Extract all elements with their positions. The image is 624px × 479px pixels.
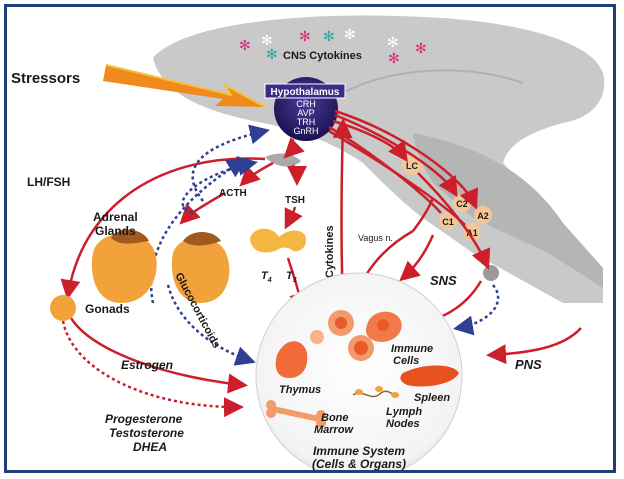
cns-cytokines-cluster: ✻ ✻ ✻ ✻ ✻ ✻ ✻ ✻ ✻ CNS Cytokines: [239, 26, 427, 66]
spleen-icon: [400, 365, 459, 387]
lymph-label: Lymph: [386, 406, 422, 418]
cytokine-star-icon: ✻: [344, 26, 356, 42]
blue-feedback-arrows: [149, 124, 500, 366]
neuroendocrine-immune-diagram: ✻ ✻ ✻ ✻ ✻ ✻ ✻ ✻ ✻ CNS Cytokines Stressor…: [11, 15, 605, 470]
immune-label: Immune: [391, 343, 433, 355]
nucleus-lc: LC: [406, 161, 418, 171]
adrenal-glands: [91, 229, 230, 303]
marrow-label: Marrow: [314, 424, 355, 436]
testosterone-label: Testosterone: [109, 426, 184, 440]
cns-cytokines-label: CNS Cytokines: [283, 50, 362, 62]
stressors-label: Stressors: [11, 70, 80, 87]
cytokine-star-icon: ✻: [299, 28, 311, 44]
bone-marrow-icon: [270, 406, 322, 422]
lymph-node-icon: [355, 389, 363, 395]
sns-label: SNS: [430, 273, 457, 288]
hypothalamus-label: Hypothalamus: [271, 87, 340, 98]
cytokine-star-icon: ✻: [239, 37, 251, 53]
hormone-trh: TRH: [297, 117, 316, 127]
immune-system-label: Immune System: [313, 444, 405, 458]
acth-label: ACTH: [219, 188, 247, 199]
nucleus-c1: C1: [442, 217, 454, 227]
adrenal-label: Adrenal: [93, 210, 138, 224]
lightning-bolt-icon: [103, 65, 265, 107]
t3-label: T3: [286, 270, 297, 284]
estrogen-label: Estrogen: [121, 358, 173, 372]
glands-label: Glands: [95, 224, 136, 238]
cytokine-star-icon: ✻: [323, 28, 335, 44]
spleen-label: Spleen: [414, 392, 450, 404]
nodes-label: Nodes: [386, 418, 420, 430]
gonads-icon: [50, 295, 76, 321]
progesterone-label: Progesterone: [105, 412, 183, 426]
pns-label: PNS: [515, 357, 542, 372]
lymph-node-icon: [375, 386, 383, 392]
hypothalamus: Hypothalamus CRH AVP TRH GnRH: [264, 77, 346, 141]
hormone-gnrh: GnRH: [293, 126, 318, 136]
bone-label: Bone: [321, 412, 349, 424]
thymus-label: Thymus: [279, 384, 321, 396]
cytokine-star-icon: ✻: [261, 32, 273, 48]
nucleus-a2: A2: [477, 211, 489, 221]
gonads-label: Gonads: [85, 302, 130, 316]
tsh-label: TSH: [285, 195, 305, 206]
hormone-avp: AVP: [297, 108, 314, 118]
vagus-label: Vagus n.: [358, 233, 393, 243]
t4-label: T4: [261, 270, 272, 284]
hormone-crh: CRH: [296, 99, 316, 109]
immune-system-circle: [255, 272, 463, 470]
nucleus-a1: A1: [466, 228, 478, 238]
dhea-label: DHEA: [133, 440, 167, 454]
cytokine-star-icon: ✻: [387, 34, 399, 50]
thymus-icon: [275, 341, 308, 378]
cytokine-star-icon: ✻: [266, 46, 278, 62]
cytokine-star-icon: ✻: [415, 40, 427, 56]
cells-organs-label: (Cells & Organs): [312, 457, 406, 470]
cytokines-label: Cytokines: [324, 225, 336, 278]
lymph-node-icon: [391, 392, 399, 398]
diagram-frame: ✻ ✻ ✻ ✻ ✻ ✻ ✻ ✻ ✻ CNS Cytokines Stressor…: [4, 4, 616, 473]
cytokine-star-icon: ✻: [388, 50, 400, 66]
nucleus-c2: C2: [456, 199, 468, 209]
lh-fsh-label: LH/FSH: [27, 175, 70, 189]
immune-cell-icon: [310, 330, 324, 344]
progesterone-pathway-arrow: [61, 320, 244, 418]
cells-label: Cells: [393, 355, 419, 367]
thyroid-gland: [250, 228, 307, 253]
